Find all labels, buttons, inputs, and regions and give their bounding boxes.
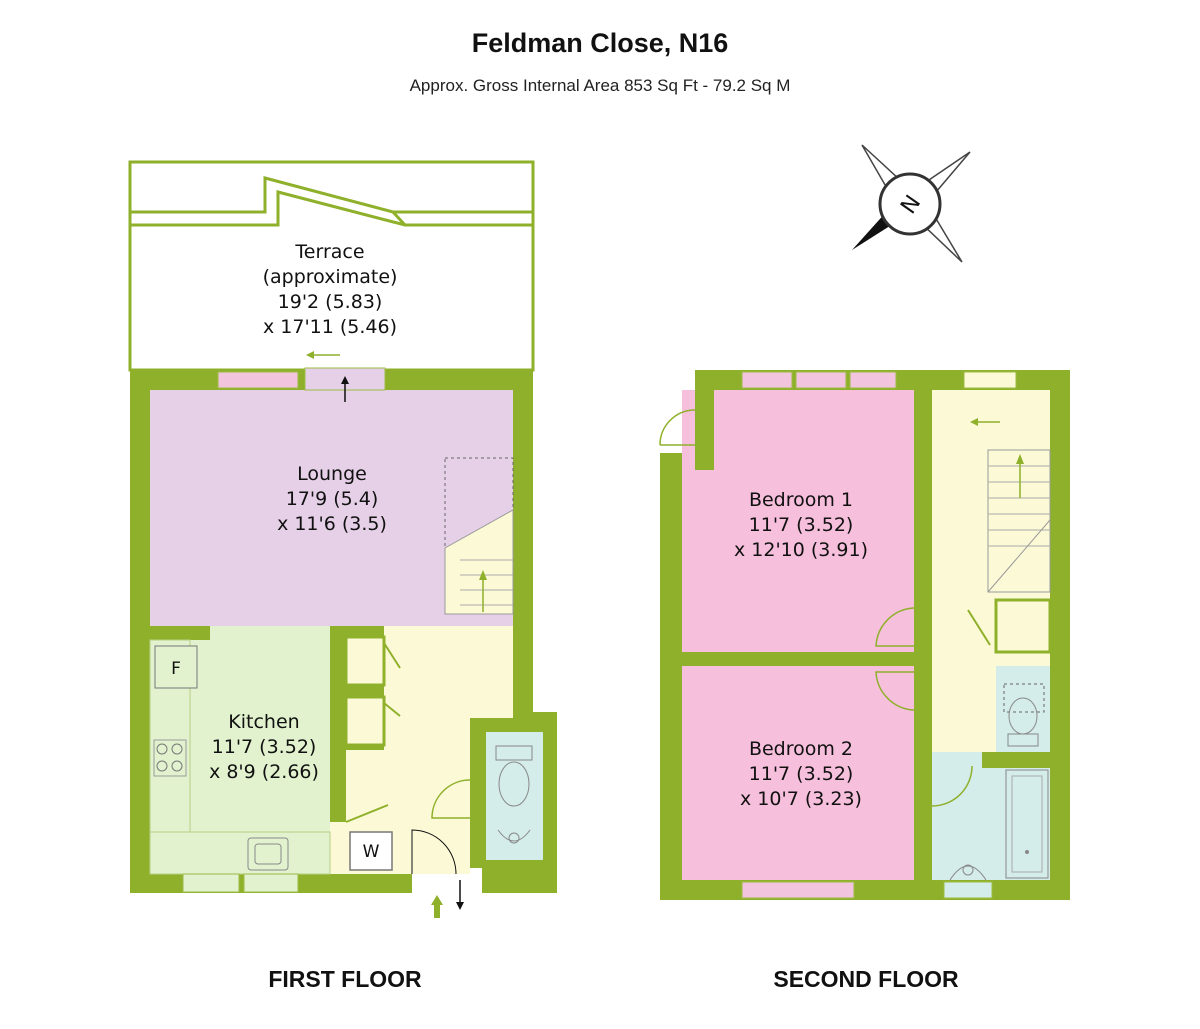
kitchen-width: 11'7 (3.52) [212, 736, 317, 758]
wc-icon [1003, 683, 1045, 747]
bedroom-1-length: x 12'10 (3.91) [734, 539, 868, 561]
bathroom-room [932, 752, 982, 880]
bedroom-2-name: Bedroom 2 [749, 738, 853, 760]
fridge-label: F [171, 659, 181, 679]
wc-second-room [996, 666, 1050, 752]
entrance-arrow-icon [431, 895, 443, 918]
first-floor-staircase [444, 457, 514, 615]
wc-fittings [495, 745, 533, 844]
kitchen-length: x 8'9 (2.66) [209, 761, 319, 783]
lounge-name: Lounge [297, 463, 367, 485]
kitchen-window-right [243, 873, 299, 893]
kitchen-window-left [182, 873, 240, 893]
washer-label: W [363, 842, 380, 862]
lounge-window [217, 371, 299, 389]
hob-icon [153, 739, 187, 777]
bedroom-2-room [682, 666, 914, 880]
terrace-balustrade [130, 176, 533, 227]
terrace-width: 19'2 (5.83) [278, 291, 383, 313]
terrace-note: (approximate) [263, 266, 398, 288]
landing-cupboard [994, 598, 1052, 654]
cupboard-lower [344, 695, 386, 747]
second-floor-plan: Bedroom 1 11'7 (3.52) x 12'10 (3.91) Bed… [659, 370, 1070, 992]
lounge-width: 17'9 (5.4) [286, 488, 379, 510]
fridge-icon [154, 645, 198, 689]
bedroom-1-name: Bedroom 1 [749, 489, 853, 511]
bedroom-2-width: 11'7 (3.52) [749, 763, 854, 785]
compass-icon: N [852, 144, 971, 263]
bedroom-1-window-1 [741, 371, 793, 389]
cupboard-upper [344, 635, 386, 687]
landing-window [963, 371, 1017, 389]
page-subtitle: Approx. Gross Internal Area 853 Sq Ft - … [409, 76, 791, 95]
bathroom-window [943, 881, 993, 899]
first-floor-label: FIRST FLOOR [268, 966, 422, 992]
lounge-length: x 11'6 (3.5) [277, 513, 387, 535]
bedroom-1-window-3 [849, 371, 897, 389]
bedroom-2-length: x 10'7 (3.23) [740, 788, 862, 810]
bedroom-1-width: 11'7 (3.52) [749, 514, 854, 536]
basin-icon [949, 864, 987, 881]
first-floor-plan: F W Terrace [128, 160, 557, 992]
hallway [346, 626, 513, 874]
washer-icon [349, 831, 393, 871]
page-title: Feldman Close, N16 [471, 28, 729, 58]
bedroom-2-window [741, 881, 855, 899]
bedroom-1-window-2 [795, 371, 847, 389]
kitchen-sink-icon [247, 837, 289, 871]
bath-icon [1005, 769, 1049, 879]
bedroom-1-room [682, 390, 914, 652]
second-floor-staircase [970, 418, 1051, 593]
kitchen-name: Kitchen [228, 711, 299, 733]
terrace-length: x 17'11 (5.46) [263, 316, 397, 338]
terrace-name: Terrace [294, 241, 364, 263]
second-floor-label: SECOND FLOOR [773, 966, 959, 992]
